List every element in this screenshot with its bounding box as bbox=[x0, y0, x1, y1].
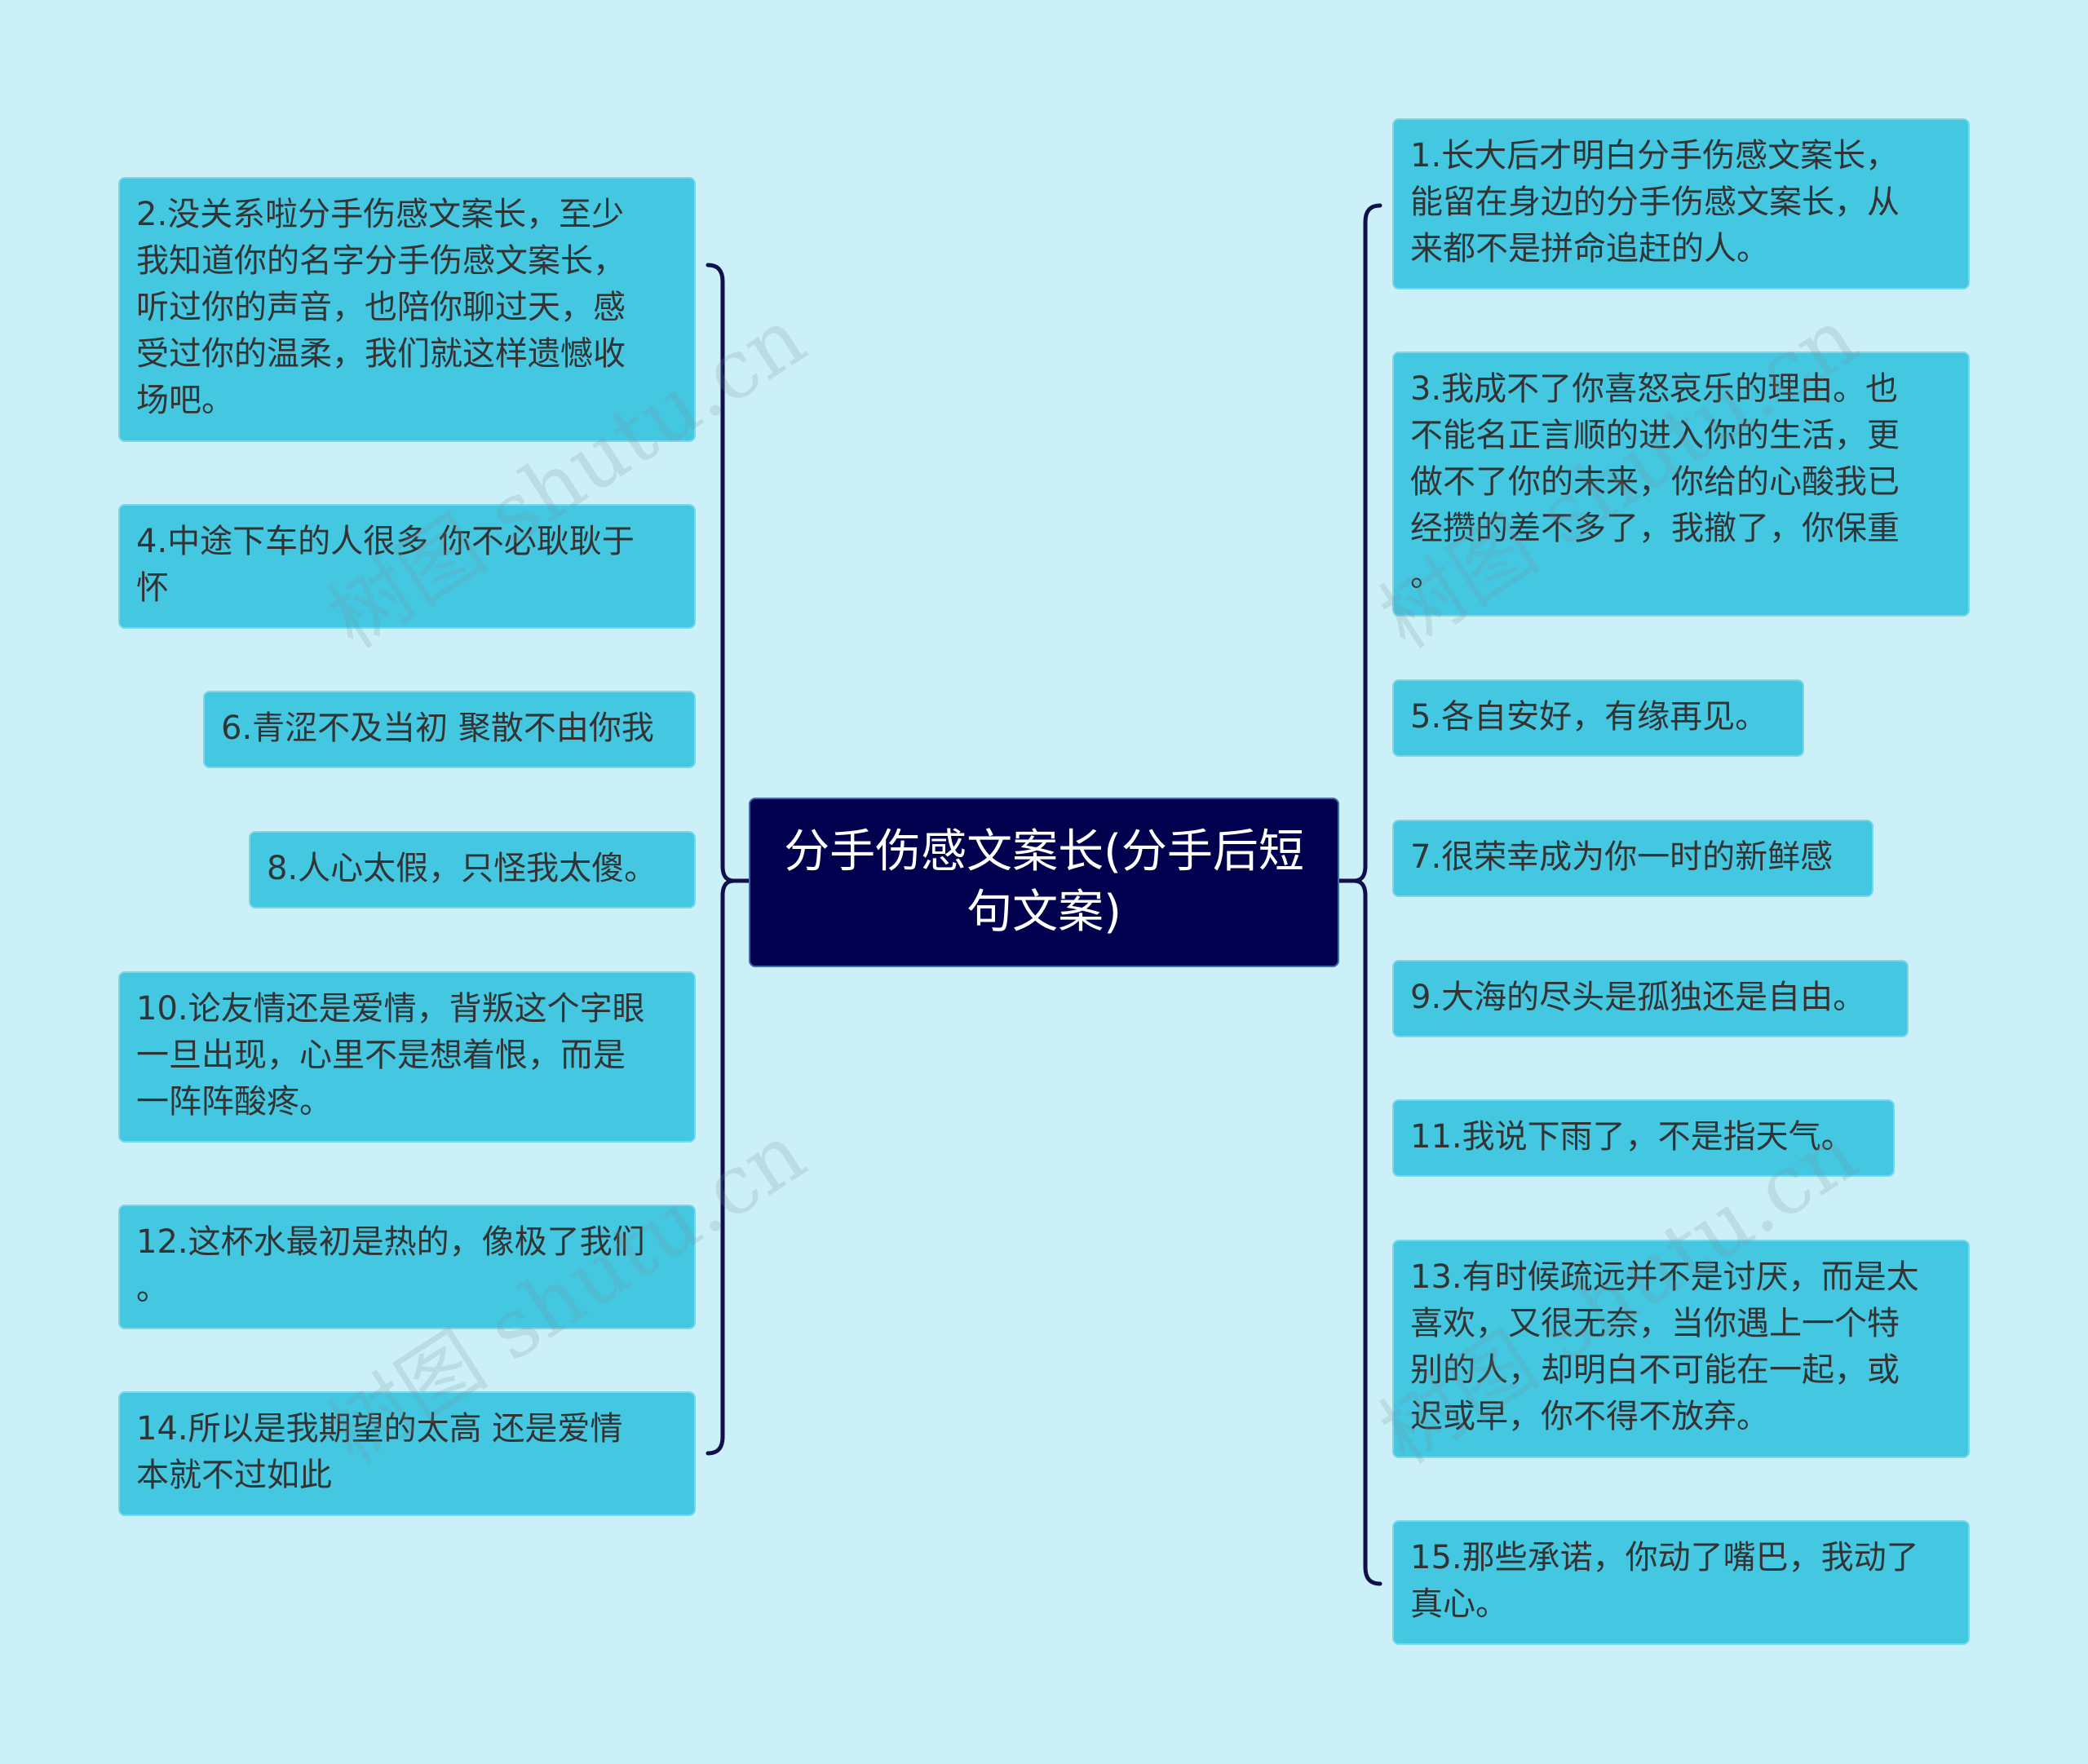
right-node-5[interactable]: 5.各自安好，有缘再见。 bbox=[1392, 679, 1804, 757]
right-node-15[interactable]: 15.那些承诺，你动了嘴巴，我动了 真心。 bbox=[1392, 1520, 1970, 1645]
left-node-2[interactable]: 2.没关系啦分手伤感文案长，至少 我知道你的名字分手伤感文案长， 听过你的声音，… bbox=[118, 177, 696, 442]
right-node-7[interactable]: 7.很荣幸成为你一时的新鲜感 bbox=[1392, 820, 1873, 897]
left-node-4[interactable]: 4.中途下车的人很多 你不必耿耿于 怀 bbox=[118, 504, 696, 629]
right-node-9[interactable]: 9.大海的尽头是孤独还是自由。 bbox=[1392, 960, 1909, 1037]
left-node-14[interactable]: 14.所以是我期望的太高 还是爱情 本就不过如此 bbox=[118, 1391, 696, 1516]
left-node-6[interactable]: 6.青涩不及当初 聚散不由你我 bbox=[203, 691, 696, 768]
right-node-11[interactable]: 11.我说下雨了，不是指天气。 bbox=[1392, 1099, 1895, 1177]
right-node-1[interactable]: 1.长大后才明白分手伤感文案长， 能留在身边的分手伤感文案长，从 来都不是拼命追… bbox=[1392, 118, 1970, 290]
left-node-12[interactable]: 12.这杯水最初是热的，像极了我们 。 bbox=[118, 1205, 696, 1329]
central-topic[interactable]: 分手伤感文案长(分手后短句文案) bbox=[749, 798, 1339, 967]
right-node-13[interactable]: 13.有时候疏远并不是讨厌，而是太 喜欢，又很无奈，当你遇上一个特 别的人，却明… bbox=[1392, 1240, 1970, 1458]
left-node-10[interactable]: 10.论友情还是爱情，背叛这个字眼 一旦出现，心里不是想着恨，而是 一阵阵酸疼。 bbox=[118, 971, 696, 1143]
right-branch-bracket bbox=[1353, 203, 1382, 1586]
right-node-3[interactable]: 3.我成不了你喜怒哀乐的理由。也 不能名正言顺的进入你的生活，更 做不了你的未来… bbox=[1392, 351, 1970, 617]
left-node-8[interactable]: 8.人心太假，只怪我太傻。 bbox=[249, 831, 696, 909]
central-topic-label: 分手伤感文案长(分手后短句文案) bbox=[784, 825, 1304, 939]
left-branch-bracket bbox=[706, 263, 735, 1456]
